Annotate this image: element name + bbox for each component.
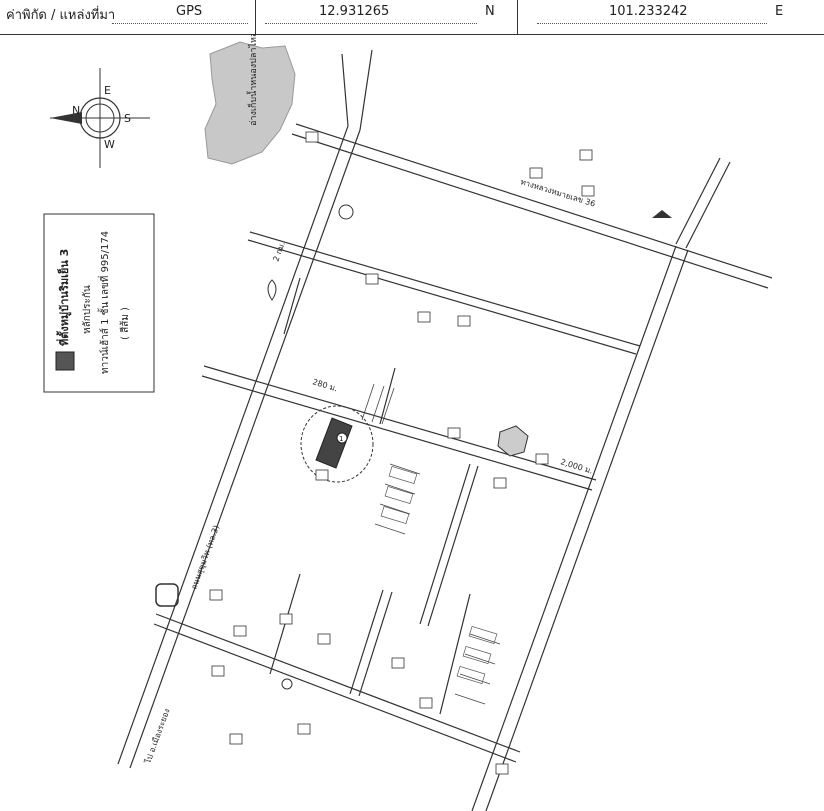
dotted-underline [265, 23, 477, 24]
road-label-main: ถนนสุขุมวิท (ทล.3) [189, 524, 221, 591]
distance-label-1: 2 กม. [271, 241, 286, 263]
longitude-direction: E [775, 4, 784, 19]
coordinate-source: GPS [176, 4, 203, 19]
longitude-value: 101.233242 [609, 4, 688, 19]
compass-s: S [124, 112, 131, 125]
compass-e: E [104, 84, 111, 97]
road-network [117, 49, 773, 811]
coordinate-source-cell: ค่าพิกัด / แหล่งที่มา GPS [0, 0, 256, 34]
bangchak-station-icon [155, 583, 179, 607]
lake-label: อ่างเก็บน้ำหนองปลาไหล [246, 34, 259, 126]
latitude-cell: 12.931265 N [255, 0, 518, 34]
longitude-cell: 101.233242 E [517, 0, 823, 34]
compass-w: W [104, 138, 115, 151]
legend-line3: ทาวน์เฮ้าส์ 1 ชั้น เลขที่ 995/174 [97, 231, 111, 374]
dotted-underline [537, 23, 767, 24]
landmark-icons [155, 204, 672, 690]
coordinate-label: ค่าพิกัด / แหล่งที่มา [6, 8, 116, 23]
building-markers [209, 131, 595, 775]
legend-swatch [55, 351, 75, 371]
housing-blocks [380, 465, 498, 685]
ptt-station-icon [267, 279, 277, 301]
legend-title: ที่ตั้งหมู่บ้านริมเย็น 3 [56, 249, 72, 346]
latitude-value: 12.931265 [319, 4, 390, 19]
shell-station-icon [338, 204, 354, 220]
compass-rose: N E S W [50, 68, 150, 168]
landmark-circle-icon [281, 678, 293, 690]
subject-property-marker: 1 [300, 405, 374, 483]
temple-icon [652, 210, 672, 218]
road-label-rayong: ไป อ.เมืองระยอง [143, 707, 172, 765]
legend-line4: ( สีส้ม ) [119, 307, 131, 340]
legend-box: ที่ตั้งหมู่บ้านริมเย็น 3 หลักประกัน ทาวน… [43, 213, 155, 393]
lake-area [204, 41, 296, 165]
compass-n: N [72, 104, 80, 117]
temple-area-icon [497, 425, 529, 457]
location-map: อ่างเก็บน้ำหนองปลาไหล [43, 34, 773, 811]
legend-line2: หลักประกัน [82, 285, 93, 334]
distance-label-2: 280 ม. [311, 377, 338, 393]
subject-number: 1 [339, 435, 343, 443]
side-streets [361, 383, 501, 705]
dotted-underline [112, 23, 248, 24]
latitude-direction: N [485, 4, 495, 19]
coordinate-header: ค่าพิกัด / แหล่งที่มา GPS 12.931265 N 10… [0, 0, 824, 35]
distance-label-3: 2,000 ม. [559, 457, 593, 475]
